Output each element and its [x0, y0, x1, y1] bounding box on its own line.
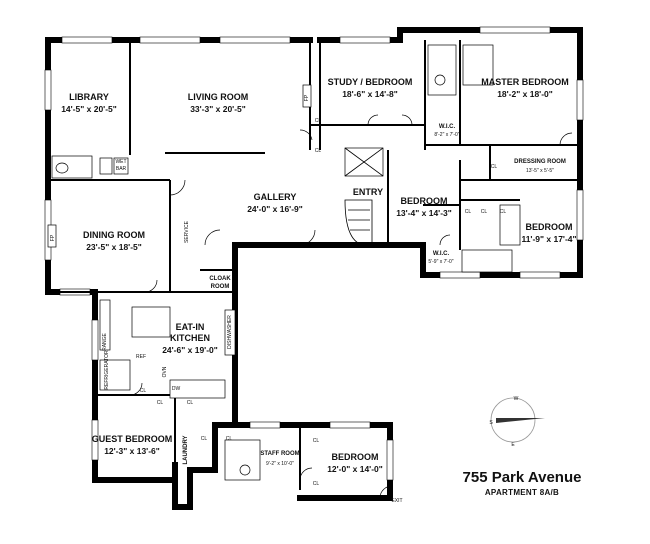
cloak-label-1: CLOAK: [209, 276, 231, 282]
dw-label: DW: [172, 386, 181, 392]
kitchen-dims: 24'-6" x 19'-0": [162, 345, 218, 355]
closet-label: CL: [226, 436, 233, 442]
wic-small-name: W.I.C.: [433, 251, 450, 257]
fp-label: FP: [304, 94, 310, 101]
bedroom-bottom-dims: 12'-0" x 14'-0": [327, 464, 383, 474]
address-title: 755 Park Avenue: [462, 469, 582, 486]
wet-bar-label-2: BAR: [116, 166, 127, 172]
guest-bedroom-dims: 12'-3" x 13'-6": [104, 446, 160, 456]
wic-small-dims: 5'-9" x 7'-0": [428, 259, 453, 265]
living-room-dims: 33'-3" x 20'-5": [190, 104, 246, 114]
closet-label: CL: [315, 148, 322, 154]
kitchen-name-2: KITCHEN: [170, 333, 210, 343]
wic-master-name: W.I.C.: [439, 124, 456, 130]
closet-label: CL: [313, 481, 320, 487]
master-bedroom-name: MASTER BEDROOM: [481, 77, 569, 87]
closets: CL CL CL CL CL CL CL CL CL CL CL CL CL: [140, 118, 507, 487]
compass-w: W: [514, 396, 519, 402]
closet-label: CL: [313, 438, 320, 444]
doors: [129, 114, 573, 499]
exit-label: EXIT: [391, 498, 402, 504]
wic-master-dims: 8'-2" x 7'-0": [434, 132, 459, 138]
living-room-name: LIVING ROOM: [188, 92, 249, 102]
closet-label: CL: [201, 436, 208, 442]
entry-name: ENTRY: [353, 187, 383, 197]
windows: [44, 26, 584, 481]
compass-s: S: [489, 420, 493, 426]
ovn-label: OVN: [162, 366, 168, 377]
guest-bedroom-name: GUEST BEDROOM: [92, 434, 173, 444]
dining-room-name: DINING ROOM: [83, 230, 145, 240]
library-dims: 14'-5" x 20'-5": [61, 104, 117, 114]
kitchen-name-1: EAT-IN: [176, 322, 205, 332]
service-label: SERVICE: [184, 220, 190, 243]
study-name: STUDY / BEDROOM: [328, 77, 413, 87]
gallery-dims: 24'-0" x 16'-9": [247, 204, 303, 214]
bedroom-mid-name: BEDROOM: [401, 196, 448, 206]
compass: W S E: [489, 396, 545, 448]
fp-label: FP: [50, 234, 56, 241]
apartment-subtitle: APARTMENT 8A/B: [484, 488, 560, 497]
bedroom-right-name: BEDROOM: [526, 222, 573, 232]
dressing-room-dims: 13'-5" x 5'-5": [526, 168, 554, 174]
staff-room-dims: 9'-2" x 10'-0": [266, 461, 294, 467]
ref-label: REF: [136, 354, 146, 360]
cloak-label-2: ROOM: [211, 284, 230, 290]
staff-room-name: STAFF ROOM: [260, 451, 299, 457]
refrigerator-label: REFRIGERATOR: [104, 350, 110, 390]
fixtures: [51, 44, 521, 481]
closet-label: CL: [491, 164, 498, 170]
compass-e: E: [511, 442, 515, 448]
study-dims: 18'-6" x 14'-8": [342, 89, 398, 99]
wet-bar-label-1: WET: [115, 159, 126, 165]
closet-label: CL: [315, 118, 322, 124]
room-labels: LIBRARY 14'-5" x 20'-5" LIVING ROOM 33'-…: [61, 77, 576, 474]
bedroom-right-dims: 11'-9" x 17'-4": [521, 234, 576, 244]
fireplaces: FP FP: [47, 84, 312, 248]
laundry-label: LAUNDRY: [183, 435, 189, 464]
bedroom-mid-dims: 13'-4" x 14'-3": [396, 208, 452, 218]
master-bedroom-dims: 18'-2" x 18'-0": [497, 89, 553, 99]
closet-label: CL: [500, 209, 507, 215]
interior-walls: [48, 40, 580, 490]
gallery-name: GALLERY: [254, 192, 297, 202]
closet-label: CL: [187, 400, 194, 406]
closet-label: CL: [157, 400, 164, 406]
library-name: LIBRARY: [69, 92, 109, 102]
dining-room-dims: 23'-5" x 18'-5": [86, 242, 142, 252]
misc-labels: SERVICE CLOAK ROOM LAUNDRY WET BAR EXIT …: [102, 159, 403, 504]
range-label: RANGE: [102, 332, 108, 350]
closet-label: CL: [465, 209, 472, 215]
dishwasher-label: DISHWASHER: [227, 315, 233, 349]
dressing-room-name: DRESSING ROOM: [514, 159, 566, 165]
closet-label: CL: [140, 388, 147, 394]
bedroom-bottom-name: BEDROOM: [332, 452, 379, 462]
closet-label: CL: [481, 209, 488, 215]
